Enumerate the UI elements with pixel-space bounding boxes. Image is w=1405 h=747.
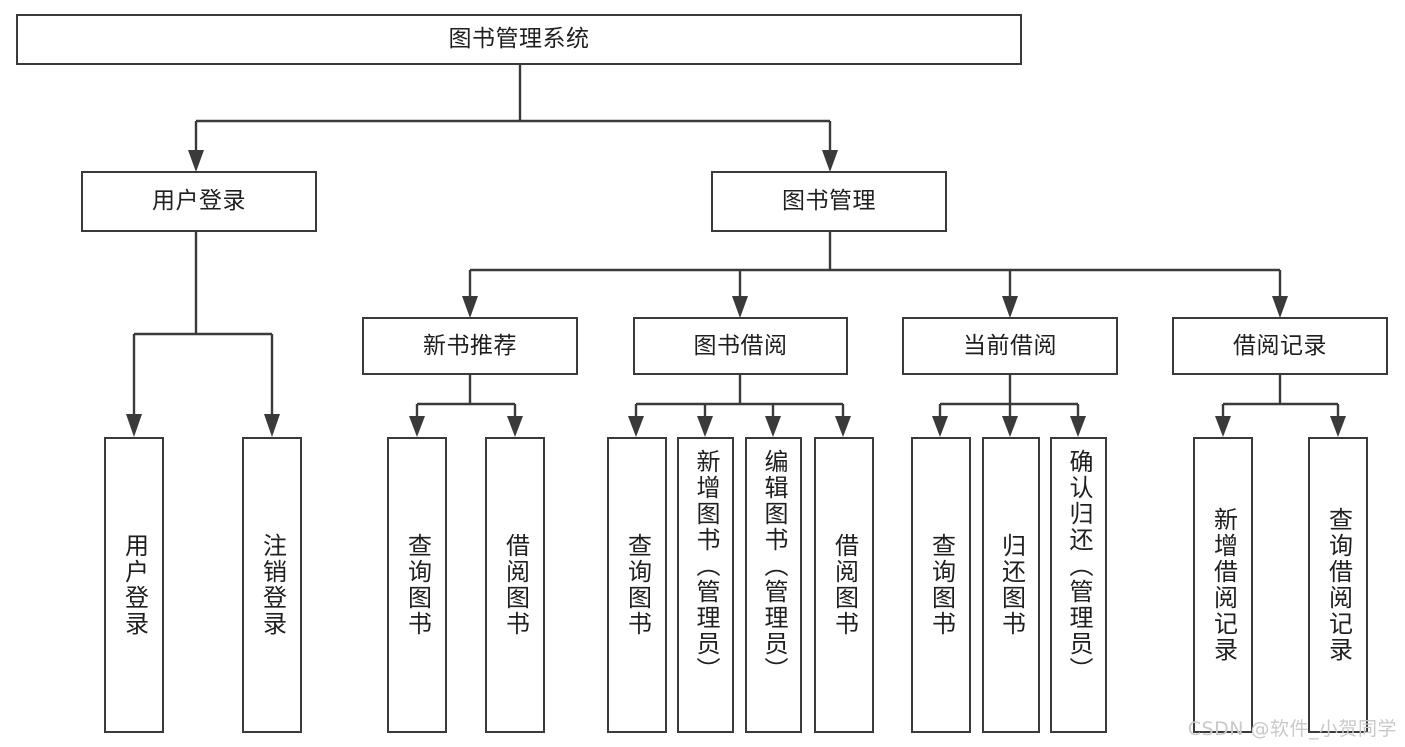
node-new-book-recommend-label: 新书推荐: [423, 332, 517, 359]
arrow-bookmgmt-c2: [732, 296, 748, 318]
arrow-root-to-userlogin: [188, 150, 204, 172]
node-book-management[interactable]: 图书管理: [711, 171, 947, 232]
node-new-book-recommend[interactable]: 新书推荐: [362, 317, 578, 375]
node-leaf-query-borrow-record-label: 查询借阅记录: [1324, 507, 1353, 663]
node-leaf-logout-label: 注销登录: [258, 533, 287, 637]
arrow-userlogin-l1: [126, 414, 142, 437]
watermark: CSDN @软件_小贺同学: [1187, 718, 1397, 740]
node-leaf-query-borrow-record[interactable]: 查询借阅记录: [1308, 437, 1368, 733]
node-borrow-record[interactable]: 借阅记录: [1172, 317, 1388, 375]
node-leaf-query-book-borrow[interactable]: 查询图书: [607, 437, 667, 733]
arrow-borrow-l4: [835, 416, 851, 437]
node-leaf-query-book-current[interactable]: 查询图书: [911, 437, 971, 733]
node-leaf-borrow-book[interactable]: 借阅图书: [814, 437, 874, 733]
arrow-borrow-l3: [765, 416, 781, 437]
node-current-borrow-label: 当前借阅: [963, 332, 1057, 359]
arrow-newbook-l2: [507, 416, 523, 437]
arrow-record-l2: [1330, 416, 1346, 437]
node-leaf-query-book-recommend-label: 查询图书: [403, 533, 432, 637]
node-leaf-logout[interactable]: 注销登录: [242, 437, 302, 733]
node-leaf-query-book-current-label: 查询图书: [927, 533, 956, 637]
node-leaf-add-book-admin[interactable]: 新增图书（管理员）: [677, 437, 734, 733]
node-leaf-query-book-recommend[interactable]: 查询图书: [387, 437, 447, 733]
node-root[interactable]: 图书管理系统: [16, 14, 1022, 65]
node-leaf-borrow-book-recommend-label: 借阅图书: [501, 533, 530, 637]
node-user-login[interactable]: 用户登录: [81, 171, 317, 232]
node-leaf-user-login[interactable]: 用户登录: [104, 437, 164, 733]
arrow-bookmgmt-c4: [1272, 296, 1288, 318]
node-leaf-return-book[interactable]: 归还图书: [982, 437, 1040, 733]
node-leaf-user-login-label: 用户登录: [120, 533, 149, 637]
arrow-bookmgmt-c3: [1002, 296, 1018, 318]
node-leaf-return-book-label: 归还图书: [997, 533, 1026, 637]
node-book-management-label: 图书管理: [782, 188, 876, 215]
node-current-borrow[interactable]: 当前借阅: [902, 317, 1118, 375]
arrow-userlogin-l2: [264, 414, 280, 437]
node-root-label: 图书管理系统: [448, 26, 590, 53]
node-leaf-add-borrow-record-label: 新增借阅记录: [1209, 507, 1238, 663]
arrow-borrow-l2: [697, 416, 713, 437]
arrow-current-l3: [1070, 416, 1086, 437]
arrow-current-l1: [932, 416, 948, 437]
arrow-record-l1: [1215, 416, 1231, 437]
node-book-borrow[interactable]: 图书借阅: [633, 317, 848, 375]
arrow-borrow-l1: [628, 416, 644, 437]
arrow-current-l2: [1002, 416, 1018, 437]
node-leaf-edit-book-admin-label: 编辑图书（管理员）: [759, 449, 788, 683]
node-leaf-query-book-borrow-label: 查询图书: [623, 533, 652, 637]
node-leaf-borrow-book-label: 借阅图书: [830, 533, 859, 637]
node-leaf-confirm-return-admin[interactable]: 确认归还（管理员）: [1050, 437, 1107, 733]
node-leaf-confirm-return-admin-label: 确认归还（管理员）: [1064, 449, 1093, 683]
node-leaf-edit-book-admin[interactable]: 编辑图书（管理员）: [745, 437, 802, 733]
node-leaf-add-borrow-record[interactable]: 新增借阅记录: [1193, 437, 1253, 733]
arrow-bookmgmt-c1: [462, 296, 478, 318]
node-borrow-record-label: 借阅记录: [1233, 332, 1327, 359]
arrow-root-to-bookmgmt: [822, 150, 838, 172]
arrow-newbook-l1: [409, 416, 425, 437]
node-leaf-borrow-book-recommend[interactable]: 借阅图书: [485, 437, 545, 733]
node-leaf-add-book-admin-label: 新增图书（管理员）: [691, 449, 720, 683]
node-user-login-label: 用户登录: [152, 188, 246, 215]
node-book-borrow-label: 图书借阅: [693, 332, 788, 359]
